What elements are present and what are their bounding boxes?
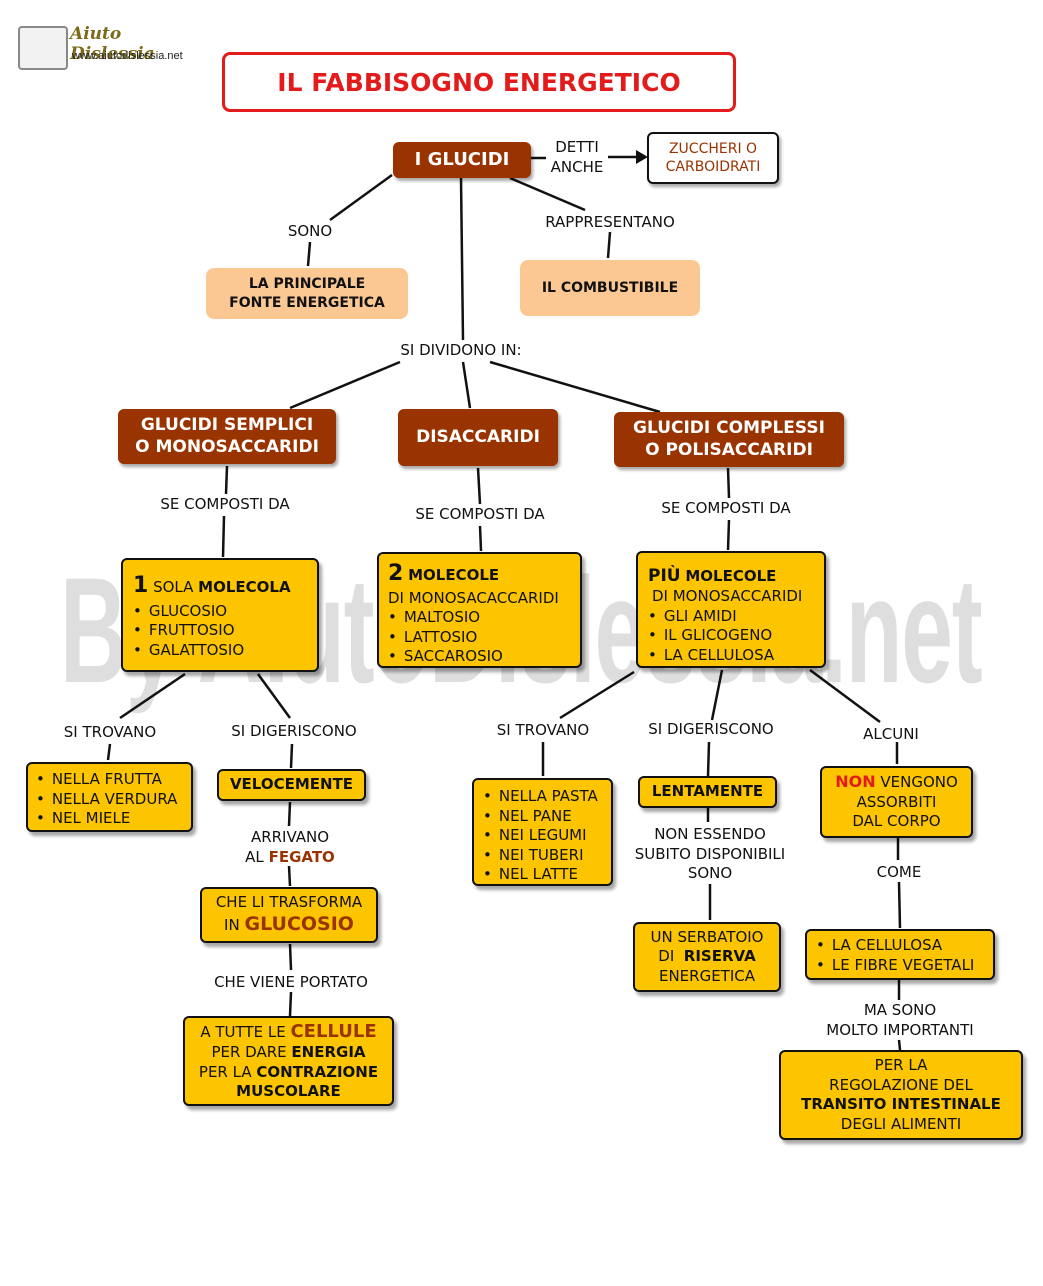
label-sono: SONO — [287, 222, 333, 240]
page-title: IL FABBISOGNO ENERGETICO — [222, 52, 736, 112]
logo-url: www.aiutodislessia.net — [72, 50, 183, 62]
label-si-trovano-1: SI TROVANO — [63, 723, 157, 741]
logo-title: Aiuto Dislessia — [70, 24, 155, 64]
label-si-digeriscono-2: SI DIGERISCONO — [648, 720, 774, 738]
box-velocemente: VELOCEMENTE — [217, 769, 366, 801]
poli-list: GLI AMIDIIL GLICOGENOLA CELLULOSA — [648, 607, 824, 666]
node-combustibile: IL COMBUSTIBILE — [520, 260, 700, 316]
site-logo: Aiuto Dislessia www.aiutodislessia.net — [18, 24, 203, 70]
label-si-trovano-2: SI TROVANO — [496, 721, 590, 739]
fibre-list: LA CELLULOSALE FIBRE VEGETALI — [816, 936, 993, 975]
label-se-composti-2: SE COMPOSTI DA — [415, 505, 545, 523]
label-se-composti-1: SE COMPOSTI DA — [160, 495, 290, 513]
box-polisaccaridi: PIÙ MOLECOLE DI MONOSACCARIDI GLI AMIDII… — [636, 551, 826, 668]
box-pasta: NELLA PASTANEL PANENEI LEGUMINEI TUBERIN… — [472, 778, 613, 886]
box-cellule: A TUTTE LE CELLULE PER DARE ENERGIA PER … — [183, 1016, 394, 1106]
label-se-composti-3: SE COMPOSTI DA — [661, 499, 791, 517]
box-monosaccaridi: 1 SOLA MOLECOLA GLUCOSIOFRUTTOSIOGALATTO… — [121, 558, 319, 672]
box-non-assorbiti: NON VENGONO ASSORBITI DAL CORPO — [820, 766, 973, 838]
pasta-list: NELLA PASTANEL PANENEI LEGUMINEI TUBERIN… — [483, 787, 611, 885]
box-transito: PER LA REGOLAZIONE DEL TRANSITO INTESTIN… — [779, 1050, 1023, 1140]
label-arrivano: ARRIVANO AL FEGATO — [245, 828, 335, 866]
label-portato: CHE VIENE PORTATO — [214, 973, 368, 991]
label-rappresentano: RAPPRESENTANO — [545, 213, 675, 231]
label-come: COME — [876, 863, 922, 881]
label-si-dividono: SI DIVIDONO IN: — [400, 341, 522, 359]
box-fibre: LA CELLULOSALE FIBRE VEGETALI — [805, 929, 995, 980]
mono-list: GLUCOSIOFRUTTOSIOGALATTOSIO — [133, 602, 317, 661]
di-list: MALTOSIOLATTOSIOSACCAROSIO — [388, 608, 580, 667]
box-serbatoio: UN SERBATOIO DI RISERVA ENERGETICA — [633, 922, 781, 992]
box-lentamente: LENTAMENTE — [638, 776, 777, 808]
label-si-digeriscono-1: SI DIGERISCONO — [231, 722, 357, 740]
box-trasforma: CHE LI TRASFORMA IN GLUCOSIO — [200, 887, 378, 943]
node-glucidi: I GLUCIDI — [393, 142, 531, 178]
box-disaccaridi: 2 MOLECOLE DI MONOSACACCARIDI MALTOSIOLA… — [377, 552, 582, 668]
node-disaccaridi: DISACCARIDI — [398, 409, 558, 466]
book-icon — [18, 26, 68, 70]
box-frutta: NELLA FRUTTANELLA VERDURANEL MIELE — [26, 762, 193, 832]
frutta-list: NELLA FRUTTANELLA VERDURANEL MIELE — [36, 770, 191, 829]
label-alcuni: ALCUNI — [863, 725, 919, 743]
